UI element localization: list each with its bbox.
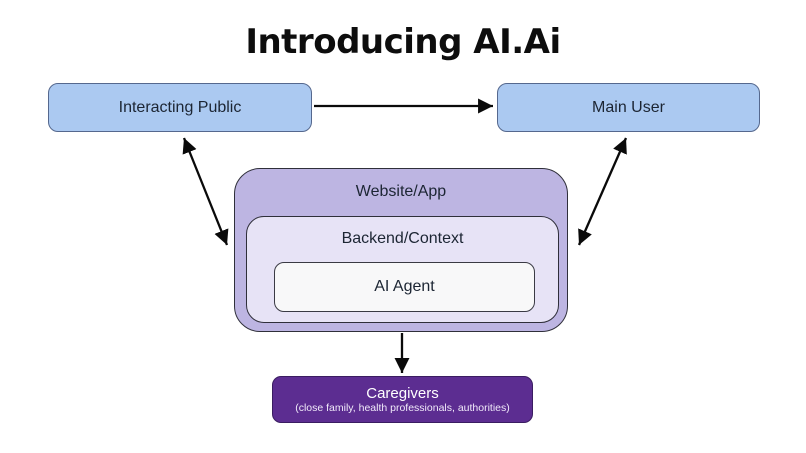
node-website-app-label: Website/App bbox=[355, 183, 447, 200]
page-title: Introducing AI.Ai bbox=[245, 22, 561, 62]
arrow-mainuser-website-bidirectional bbox=[577, 137, 628, 246]
node-ai-agent: AI Agent bbox=[274, 262, 535, 312]
arrow-public-website-bidirectional bbox=[182, 137, 229, 246]
node-backend-context-label: Backend/Context bbox=[341, 230, 464, 247]
node-caregivers-sublabel: (close family, health professionals, aut… bbox=[295, 401, 510, 414]
node-caregivers: Caregivers (close family, health profess… bbox=[272, 376, 533, 423]
node-interacting-public-label: Interacting Public bbox=[118, 98, 242, 116]
node-website-app: Website/App Backend/Context AI Agent bbox=[234, 168, 568, 332]
node-main-user-label: Main User bbox=[592, 98, 665, 116]
node-caregivers-label: Caregivers bbox=[366, 384, 439, 402]
node-interacting-public: Interacting Public bbox=[48, 83, 312, 132]
node-ai-agent-label: AI Agent bbox=[374, 278, 435, 295]
node-main-user: Main User bbox=[497, 83, 760, 132]
node-backend-context: Backend/Context AI Agent bbox=[246, 216, 559, 323]
